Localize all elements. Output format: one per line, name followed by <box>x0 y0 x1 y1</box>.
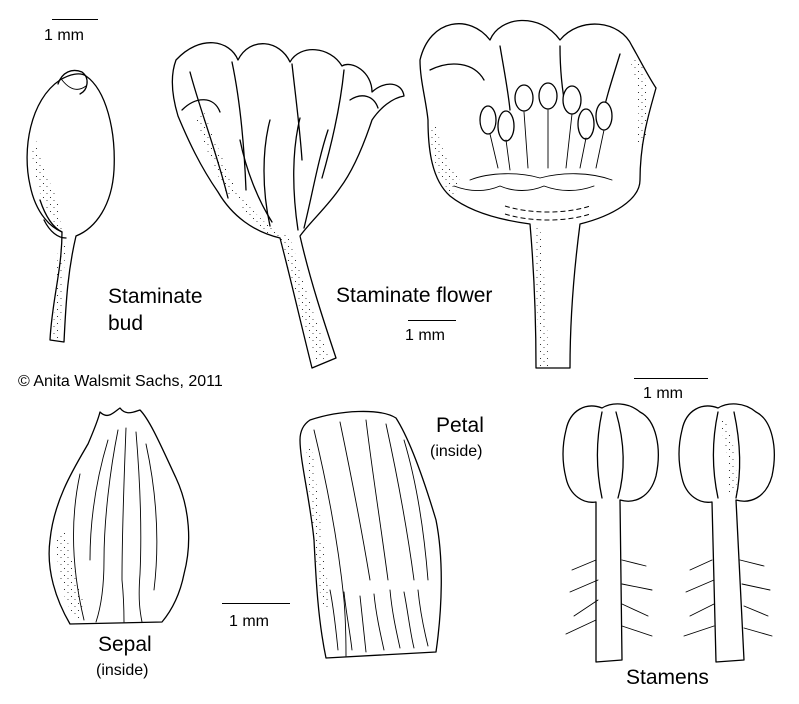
label-sepal-sub: (inside) <box>96 662 149 679</box>
sepal-drawing <box>48 407 190 625</box>
scale-bar-flower <box>408 320 456 321</box>
staminate-flower-opened-drawing <box>419 19 657 369</box>
staminate-flower-drawing <box>171 42 405 369</box>
label-petal-sub: (inside) <box>430 443 483 460</box>
label-stamens: Stamens <box>626 666 709 689</box>
stamens-drawing <box>562 403 775 663</box>
label-petal: Petal <box>436 414 484 437</box>
label-staminate-bud-line1: Staminate <box>108 285 203 308</box>
copyright-text: © Anita Walsmit Sachs, 2011 <box>18 373 223 390</box>
label-sepal: Sepal <box>98 633 152 656</box>
scale-label-bud: 1 mm <box>44 27 84 44</box>
scale-bar-stamens <box>634 378 708 379</box>
petal-drawing <box>299 410 442 659</box>
scale-label-flower: 1 mm <box>405 327 445 344</box>
scale-bar-sepal-petal <box>222 603 290 604</box>
scale-label-sepal-petal: 1 mm <box>229 613 269 630</box>
scale-label-stamens: 1 mm <box>643 385 683 402</box>
staminate-bud-drawing <box>26 69 115 343</box>
label-staminate-flower: Staminate flower <box>336 284 493 307</box>
label-staminate-bud-line2: bud <box>108 312 144 335</box>
scale-bar-bud <box>52 19 98 20</box>
